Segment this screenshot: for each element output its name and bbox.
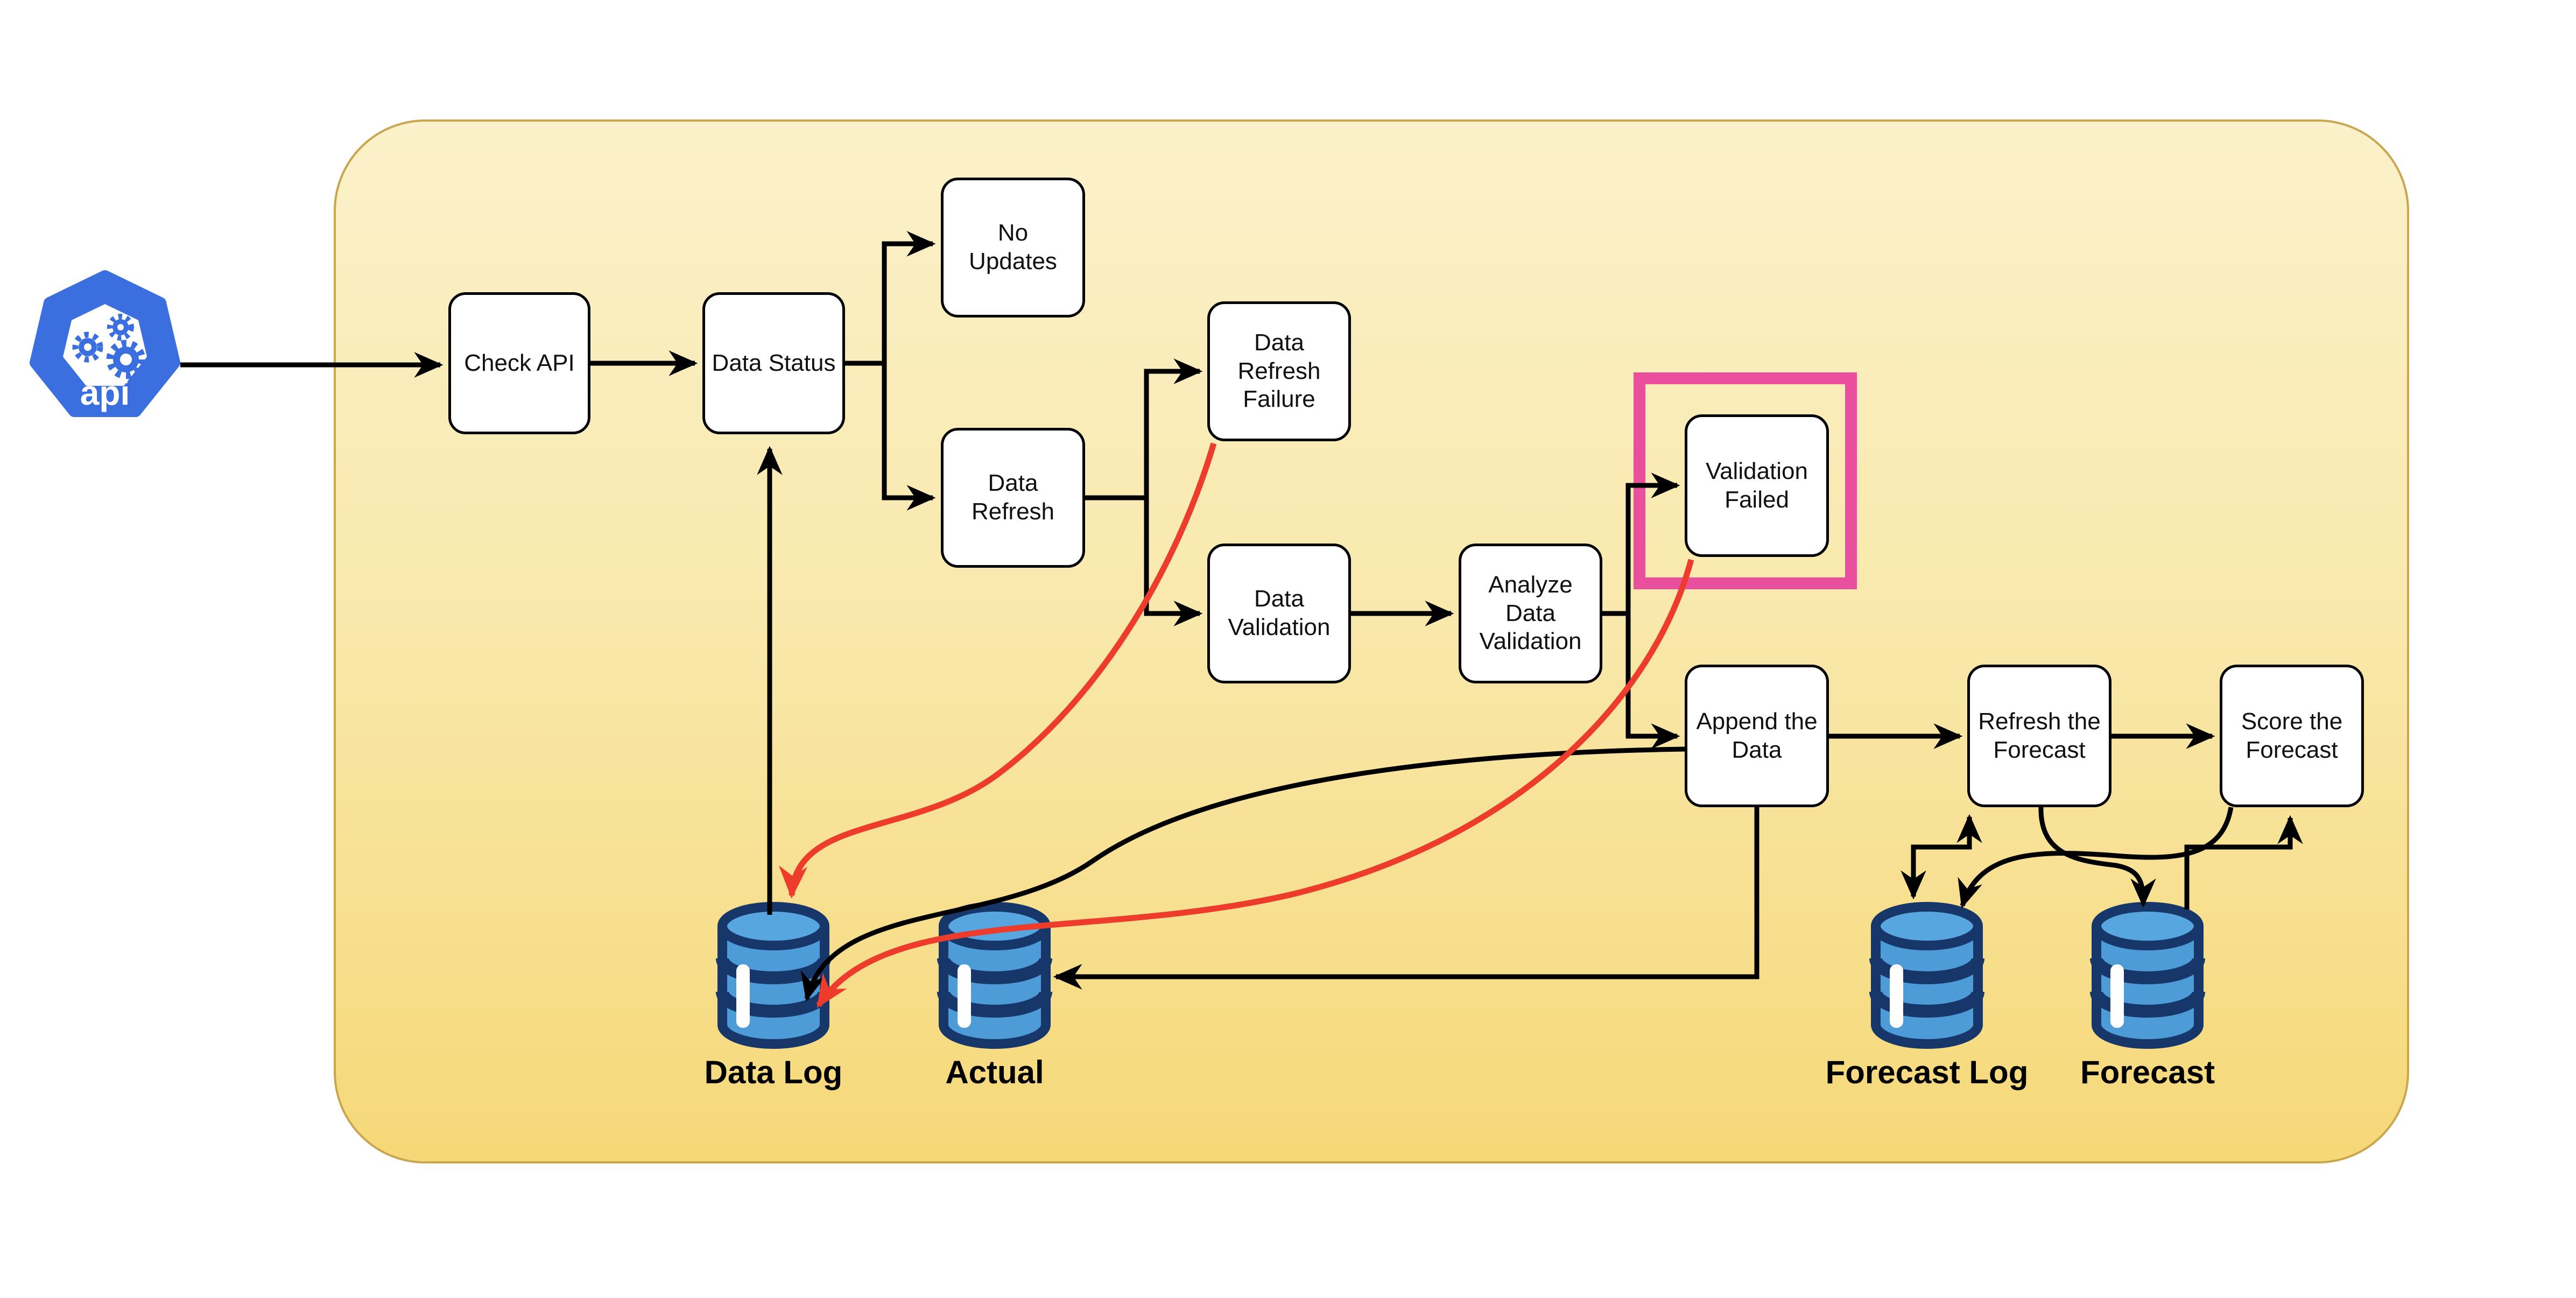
node-check-api-label: Check API <box>464 349 575 376</box>
node-data-validation: Data Validation <box>1207 544 1351 683</box>
node-refresh-the-forecast: Refresh the Forecast <box>1967 665 2112 807</box>
api-icon-gears <box>72 314 146 379</box>
node-data-refresh-failure: Data Refresh Failure <box>1207 301 1351 441</box>
api-icon: api <box>30 270 180 417</box>
node-validation-failed: Validation Failed <box>1685 414 1829 557</box>
node-no-updates-label: No Updates <box>969 220 1057 274</box>
node-score-the-forecast: Score the Forecast <box>2220 665 2364 807</box>
node-analyze-data-validation-label: Analyze Data Validation <box>1479 571 1582 655</box>
node-data-refresh-failure-label: Data Refresh Failure <box>1237 329 1321 413</box>
db-label-data-log: Data Log <box>704 1054 843 1090</box>
node-data-refresh: Data Refresh <box>941 428 1085 568</box>
db-label-actual: Actual <box>945 1054 1044 1090</box>
db-label-forecast: Forecast <box>2080 1054 2215 1090</box>
node-data-status-label: Data Status <box>712 349 836 376</box>
node-analyze-data-validation: Analyze Data Validation <box>1459 544 1602 683</box>
node-append-the-data-label: Append the Data <box>1696 708 1818 763</box>
node-score-the-forecast-label: Score the Forecast <box>2241 708 2343 763</box>
db-label-forecast-log: Forecast Log <box>1825 1054 2029 1090</box>
validation-failed-highlight-box <box>1634 372 1857 589</box>
api-icon-heptagon <box>30 270 180 417</box>
node-data-refresh-label: Data Refresh <box>971 470 1055 525</box>
node-append-the-data: Append the Data <box>1685 665 1829 807</box>
node-no-updates: No Updates <box>941 178 1085 318</box>
pipeline-container <box>334 119 2409 1163</box>
api-icon-label: api <box>80 373 130 412</box>
node-data-validation-label: Data Validation <box>1228 585 1331 640</box>
node-refresh-the-forecast-label: Refresh the Forecast <box>1978 708 2101 763</box>
api-icon-inner-shield <box>63 304 147 386</box>
node-data-status: Data Status <box>702 292 845 434</box>
node-validation-failed-label: Validation Failed <box>1706 457 1808 513</box>
node-check-api: Check API <box>448 292 590 434</box>
